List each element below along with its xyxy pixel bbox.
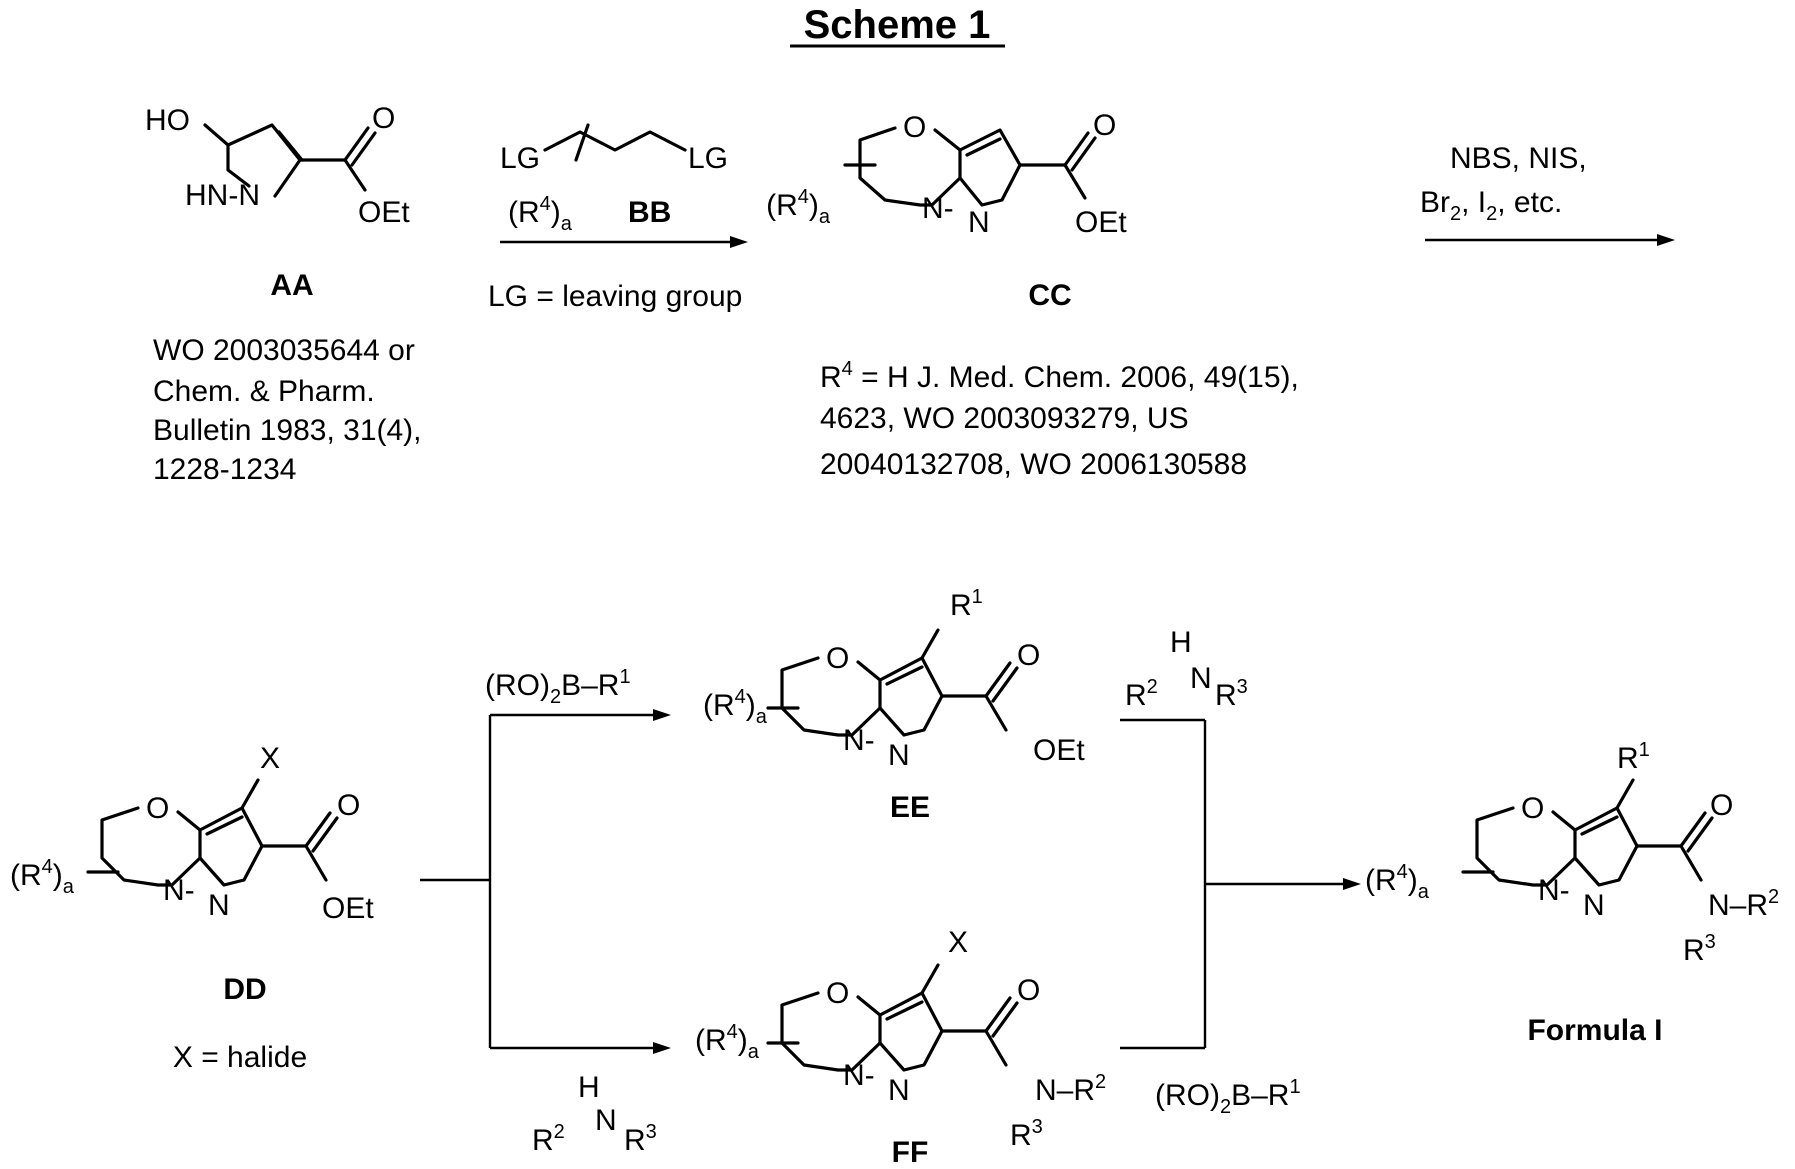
compound-cc-structure: O N- N O OEt (R4)a (766, 109, 1127, 239)
bb-lg-left: LG (500, 142, 540, 175)
amine-bottom-n: N (595, 1104, 617, 1137)
converge-lines-formula-i (1120, 720, 1361, 1048)
dd-oet-text: OEt (322, 892, 374, 925)
compound-aa-structure: HO HN-N O OEt (145, 102, 410, 229)
aa-hn-n-text: HN-N (185, 179, 260, 212)
aa-ho-text: HO (145, 104, 190, 137)
ff-n-r2-text: N–R2 (1035, 1071, 1106, 1107)
ff-o-ring: O (826, 977, 849, 1010)
arrow-cc-to-dd (1425, 234, 1675, 246)
amine-reagent-top: H N R2 R3 (1125, 626, 1248, 712)
amine-bottom-h: H (578, 1071, 600, 1104)
boronic-reagent-bottom: (RO)2B–R1 (1155, 1076, 1301, 1118)
amine-bottom-r3: R3 (624, 1121, 657, 1157)
ee-oet-text: OEt (1033, 734, 1085, 767)
cc-o-ring: O (903, 111, 926, 144)
amine-top-n: N (1190, 662, 1212, 695)
scheme-title: Scheme 1 (804, 3, 991, 47)
cc-n-ring-2: N (968, 206, 990, 239)
halogenation-reagents-line-1: NBS, NIS, (1450, 142, 1587, 175)
formula-i-n-r2-text: N–R2 (1708, 886, 1779, 922)
cc-r4a-text: (R4)a (766, 186, 831, 228)
compound-dd-structure: O N- N X O OEt (R4)a (10, 742, 374, 925)
dd-n-ring: N- (163, 874, 195, 907)
reagent-bb-structure: LG LG (R4)a BB (500, 125, 728, 235)
amine-top-r3: R3 (1215, 676, 1248, 712)
compound-label-aa: AA (270, 269, 313, 302)
x-definition: X = halide (173, 1041, 307, 1074)
ee-n-ring-2: N (888, 739, 910, 772)
ee-r1-substituent: R1 (950, 586, 983, 622)
aa-o-text: O (372, 102, 395, 135)
aa-reference-line-4: 1228-1234 (153, 453, 296, 486)
ff-o-carbonyl: O (1017, 974, 1040, 1007)
cc-n-ring: N- (922, 192, 954, 225)
ff-x-substituent: X (948, 926, 968, 959)
cc-o-carbonyl: O (1093, 109, 1116, 142)
formula-i-n-ring: N- (1538, 874, 1570, 907)
amine-top-h: H (1170, 626, 1192, 659)
cc-reference-line-2: 4623, WO 2003093279, US (820, 402, 1189, 435)
formula-i-r1-substituent: R1 (1617, 739, 1650, 775)
compound-label-dd: DD (223, 973, 266, 1006)
compound-label-ff: FF (892, 1136, 929, 1169)
compound-label-bb: BB (628, 196, 671, 229)
dd-n-ring-2: N (208, 889, 230, 922)
ee-o-carbonyl: O (1017, 639, 1040, 672)
dd-x-substituent: X (260, 742, 280, 775)
compound-label-ee: EE (890, 791, 930, 824)
ff-n-ring-2: N (888, 1074, 910, 1107)
ff-n-ring: N- (843, 1059, 875, 1092)
aa-reference-line-1: WO 2003035644 or (153, 334, 415, 367)
compound-ff-structure: O N- N X O N–R2 R3 (R4)a (695, 926, 1106, 1152)
dd-o-ring: O (146, 792, 169, 825)
lg-definition: LG = leaving group (488, 280, 742, 313)
amine-bottom-r2: R2 (532, 1121, 565, 1157)
aa-reference-line-2: Chem. & Pharm. (153, 375, 375, 408)
formula-i-r4a-text: (R4)a (1365, 861, 1430, 903)
ff-r3-text: R3 (1010, 1116, 1043, 1152)
ff-r4a-text: (R4)a (695, 1021, 760, 1063)
aa-oet-text: OEt (358, 196, 410, 229)
bb-lg-right: LG (688, 142, 728, 175)
arrow-aa-to-cc (500, 236, 748, 248)
cc-reference-line-1: R4 = H J. Med. Chem. 2006, 49(15), (820, 358, 1299, 394)
compound-label-formula-i: Formula I (1527, 1014, 1662, 1047)
formula-i-o-ring: O (1521, 792, 1544, 825)
bb-r4a-text: (R4)a (508, 193, 573, 235)
aa-references: WO 2003035644 or Chem. & Pharm. Bulletin… (153, 334, 422, 486)
formula-i-o-carbonyl: O (1710, 789, 1733, 822)
formula-i-r3-text: R3 (1683, 931, 1716, 967)
cc-oet-text: OEt (1075, 206, 1127, 239)
amine-top-r2: R2 (1125, 676, 1158, 712)
halogenation-reagents-line-2: Br2, I2, etc. (1420, 186, 1562, 225)
dd-o-carbonyl: O (337, 789, 360, 822)
cc-reference-line-3: 20040132708, WO 2006130588 (820, 448, 1247, 481)
compound-ee-structure: O N- N R1 O OEt (R4)a (703, 586, 1085, 772)
aa-reference-line-3: Bulletin 1983, 31(4), (153, 414, 422, 447)
formula-i-n-ring-2: N (1583, 889, 1605, 922)
cc-references: R4 = H J. Med. Chem. 2006, 49(15), 4623,… (820, 358, 1299, 481)
amine-reagent-bottom: H N R2 R3 (532, 1071, 657, 1157)
boronic-reagent-top: (RO)2B–R1 (485, 666, 631, 708)
branch-lines-dd (420, 709, 671, 1054)
ee-n-ring: N- (843, 724, 875, 757)
formula-i-structure: O N- N R1 O N–R2 R3 (R4)a (1365, 739, 1779, 967)
ee-o-ring: O (826, 642, 849, 675)
compound-label-cc: CC (1028, 279, 1071, 312)
ee-r4a-text: (R4)a (703, 686, 768, 728)
dd-r4a-text: (R4)a (10, 856, 75, 898)
